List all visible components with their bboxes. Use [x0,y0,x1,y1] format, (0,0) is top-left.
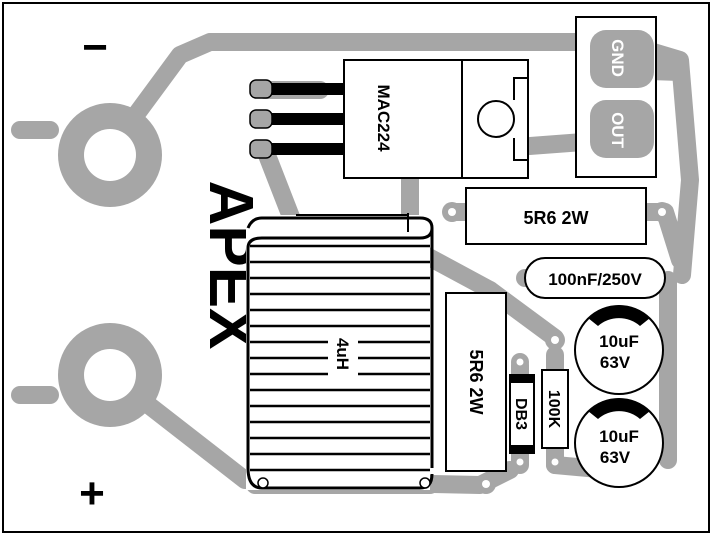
resistor-top-label: 5R6 2W [523,208,588,228]
capacitor-film: 100nF/250V [524,257,666,299]
terminal-gnd-label: GND [608,39,627,77]
negative-polarity-symbol: − [82,23,108,72]
triac-mac224: MAC224 [249,59,529,179]
inductor-coil: 4uH [246,213,434,490]
inductor-label: 4uH [333,338,352,370]
positive-polarity-symbol: + [79,469,105,518]
capacitor-2-value: 10uF [599,427,639,446]
triac-part-label: MAC224 [374,84,393,152]
resistor-mid-label: 5R6 2W [466,349,486,414]
junction-pads [476,330,565,494]
resistor-100k-label: 100K [545,390,562,429]
terminal-out-label: OUT [608,112,627,149]
capacitor-2-voltage: 63V [600,448,631,467]
power-pad-positive [58,323,162,427]
capacitor-film-label: 100nF/250V [548,270,642,289]
resistor-top: 5R6 2W [442,187,672,245]
output-terminal-block: GND OUT [575,16,657,178]
resistor-100k: 100K [541,369,569,449]
capacitor-electrolytic-2: 10uF 63V [574,398,664,488]
power-pad-negative [58,103,162,207]
capacitor-1-voltage: 63V [600,353,631,372]
diac-label: DB3 [512,398,529,430]
resistor-mid: 5R6 2W [445,292,507,472]
capacitor-1-value: 10uF [599,332,639,351]
diac-db3: DB3 [509,374,535,454]
capacitor-electrolytic-1: 10uF 63V [574,305,664,395]
